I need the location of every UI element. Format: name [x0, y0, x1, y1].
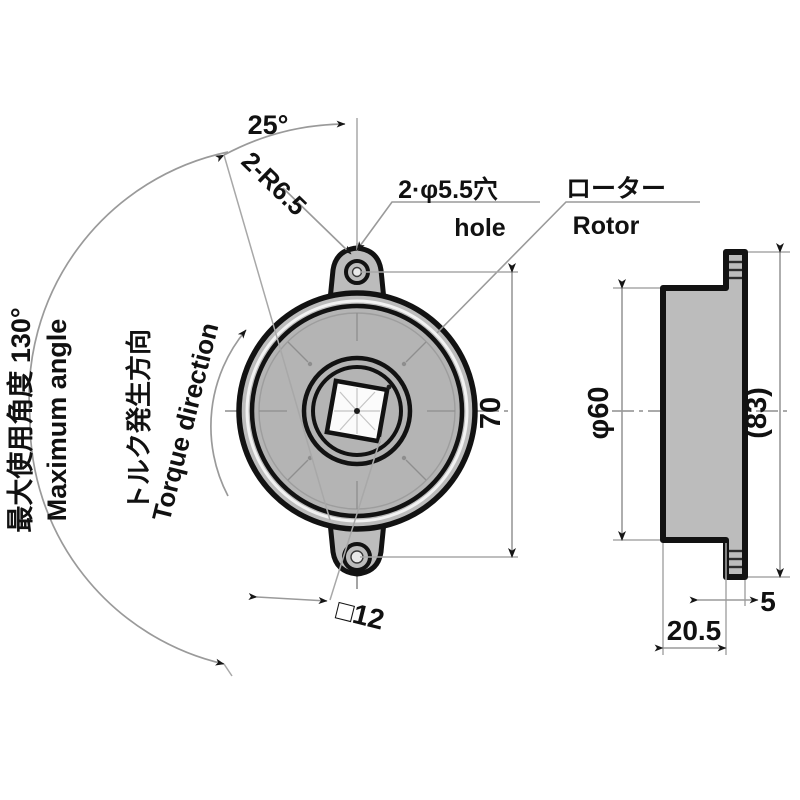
torque-direction-label-en: Torque direction [146, 320, 224, 524]
max-angle-arc-tail [223, 663, 233, 677]
hole-callout-leader [356, 201, 540, 251]
max-angle-label-jp: 最大使用角度 130° [5, 307, 36, 532]
square-12-dim-line [248, 593, 328, 605]
max-angle-label-en: Maximum angle [42, 319, 72, 522]
height-83-label: (83) [741, 387, 773, 439]
square-bore-burst [334, 388, 380, 434]
rotor-callout-leader [436, 201, 700, 334]
depth-5-label: 5 [760, 586, 776, 617]
side-view-body-profile [660, 249, 748, 580]
square-12-ext-line [329, 436, 382, 601]
bottom-flange-hole-hatch [729, 549, 742, 569]
rotor-label-jp: ローター [566, 175, 666, 203]
torque-direction-label-jp: トルク発生方向 [124, 329, 154, 511]
square-12-label: □12 [333, 594, 387, 636]
max-angle-arc-upper [28, 151, 229, 419]
bore-center-point [354, 408, 360, 414]
dia-60-label: φ60 [583, 386, 615, 439]
max-angle-arc-lower [29, 417, 225, 666]
torque-direction-arc [210, 329, 247, 497]
angle-25-arc [214, 120, 346, 163]
radius-2r65-leader [282, 187, 352, 255]
hole-label-jp: 2·φ5.5穴 [398, 175, 498, 204]
dim-70-label: 70 [475, 397, 507, 429]
side-view: φ60 (83) 5 20.5 [583, 243, 790, 655]
bore-index-dot [386, 384, 392, 390]
rotor-spoke-marks [259, 313, 455, 509]
depth-205-label: 20.5 [667, 615, 722, 646]
angle-25-leg-line [223, 154, 331, 521]
housing-highlight-circle [245, 299, 469, 523]
angle-25-label: 25° [248, 110, 289, 140]
rotor-label-en: Rotor [573, 212, 640, 240]
radius-2r65-label: 2-R6.5 [236, 146, 313, 222]
top-flange-hole-hatch [729, 260, 742, 280]
hole-label-en: hole [454, 214, 505, 242]
